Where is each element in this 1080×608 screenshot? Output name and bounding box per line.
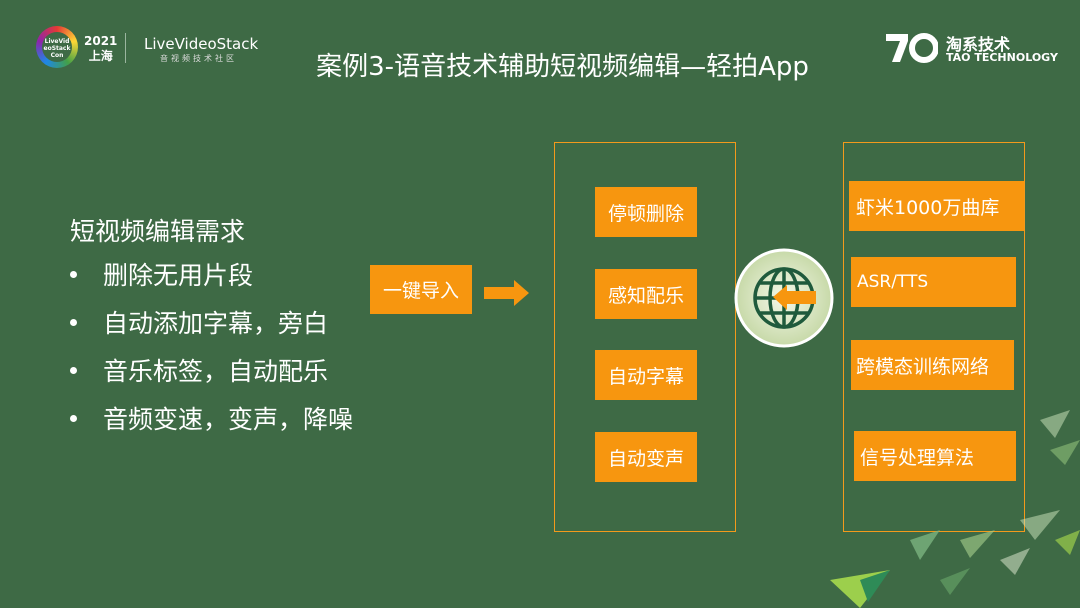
tech-item: 信号处理算法 [854, 431, 1016, 481]
bullet-text: 音乐标签，自动配乐 [103, 357, 329, 386]
bullet-item: 音乐标签，自动配乐 [70, 352, 328, 388]
livevideostack-sub: 音视频技术社区 [160, 54, 237, 63]
feature-item: 自动字幕 [595, 350, 697, 400]
event-city: 上海 [88, 49, 113, 63]
bullet-text: 自动添加字幕，旁白 [103, 309, 329, 338]
divider [125, 33, 126, 63]
globe-icon [734, 248, 834, 348]
tech-frame [843, 142, 1025, 532]
tao-logo-icon [886, 32, 939, 64]
livevideostackcon-logo [36, 26, 78, 68]
features-frame [554, 142, 736, 532]
event-logo-text: LiveVideoStackCon [43, 38, 71, 59]
import-button[interactable]: 一键导入 [370, 265, 472, 314]
arrow-left-icon [773, 285, 816, 310]
bullet-item: 删除无用片段 [70, 256, 253, 292]
decorative-triangles [830, 410, 1080, 608]
bullet-text: 音频变速，变声，降噪 [103, 405, 354, 434]
bullet-item: 自动添加字幕，旁白 [70, 304, 328, 340]
bullet-text: 删除无用片段 [103, 261, 254, 290]
tao-brand-sub: TAO TECHNOLOGY [946, 51, 1058, 64]
feature-item: 自动变声 [595, 432, 697, 482]
tech-item: 虾米1000万曲库 [849, 181, 1024, 231]
tao-brand: 淘系技术 [946, 35, 1011, 54]
feature-item: 停顿删除 [595, 187, 697, 237]
event-info: 2021 上海 [84, 34, 117, 64]
tech-item: 跨模态训练网络 [851, 340, 1014, 390]
bullet-item: 音频变速，变声，降噪 [70, 400, 353, 436]
tech-item: ASR/TTS [851, 257, 1016, 307]
event-year: 2021 [84, 34, 118, 48]
requirements-heading: 短视频编辑需求 [70, 217, 246, 246]
arrow-right-icon [484, 280, 529, 306]
slide-title: 案例3-语音技术辅助短视频编辑—轻拍App [316, 52, 809, 82]
feature-item: 感知配乐 [595, 269, 697, 319]
livevideostack-brand: LiveVideoStack [144, 35, 259, 53]
